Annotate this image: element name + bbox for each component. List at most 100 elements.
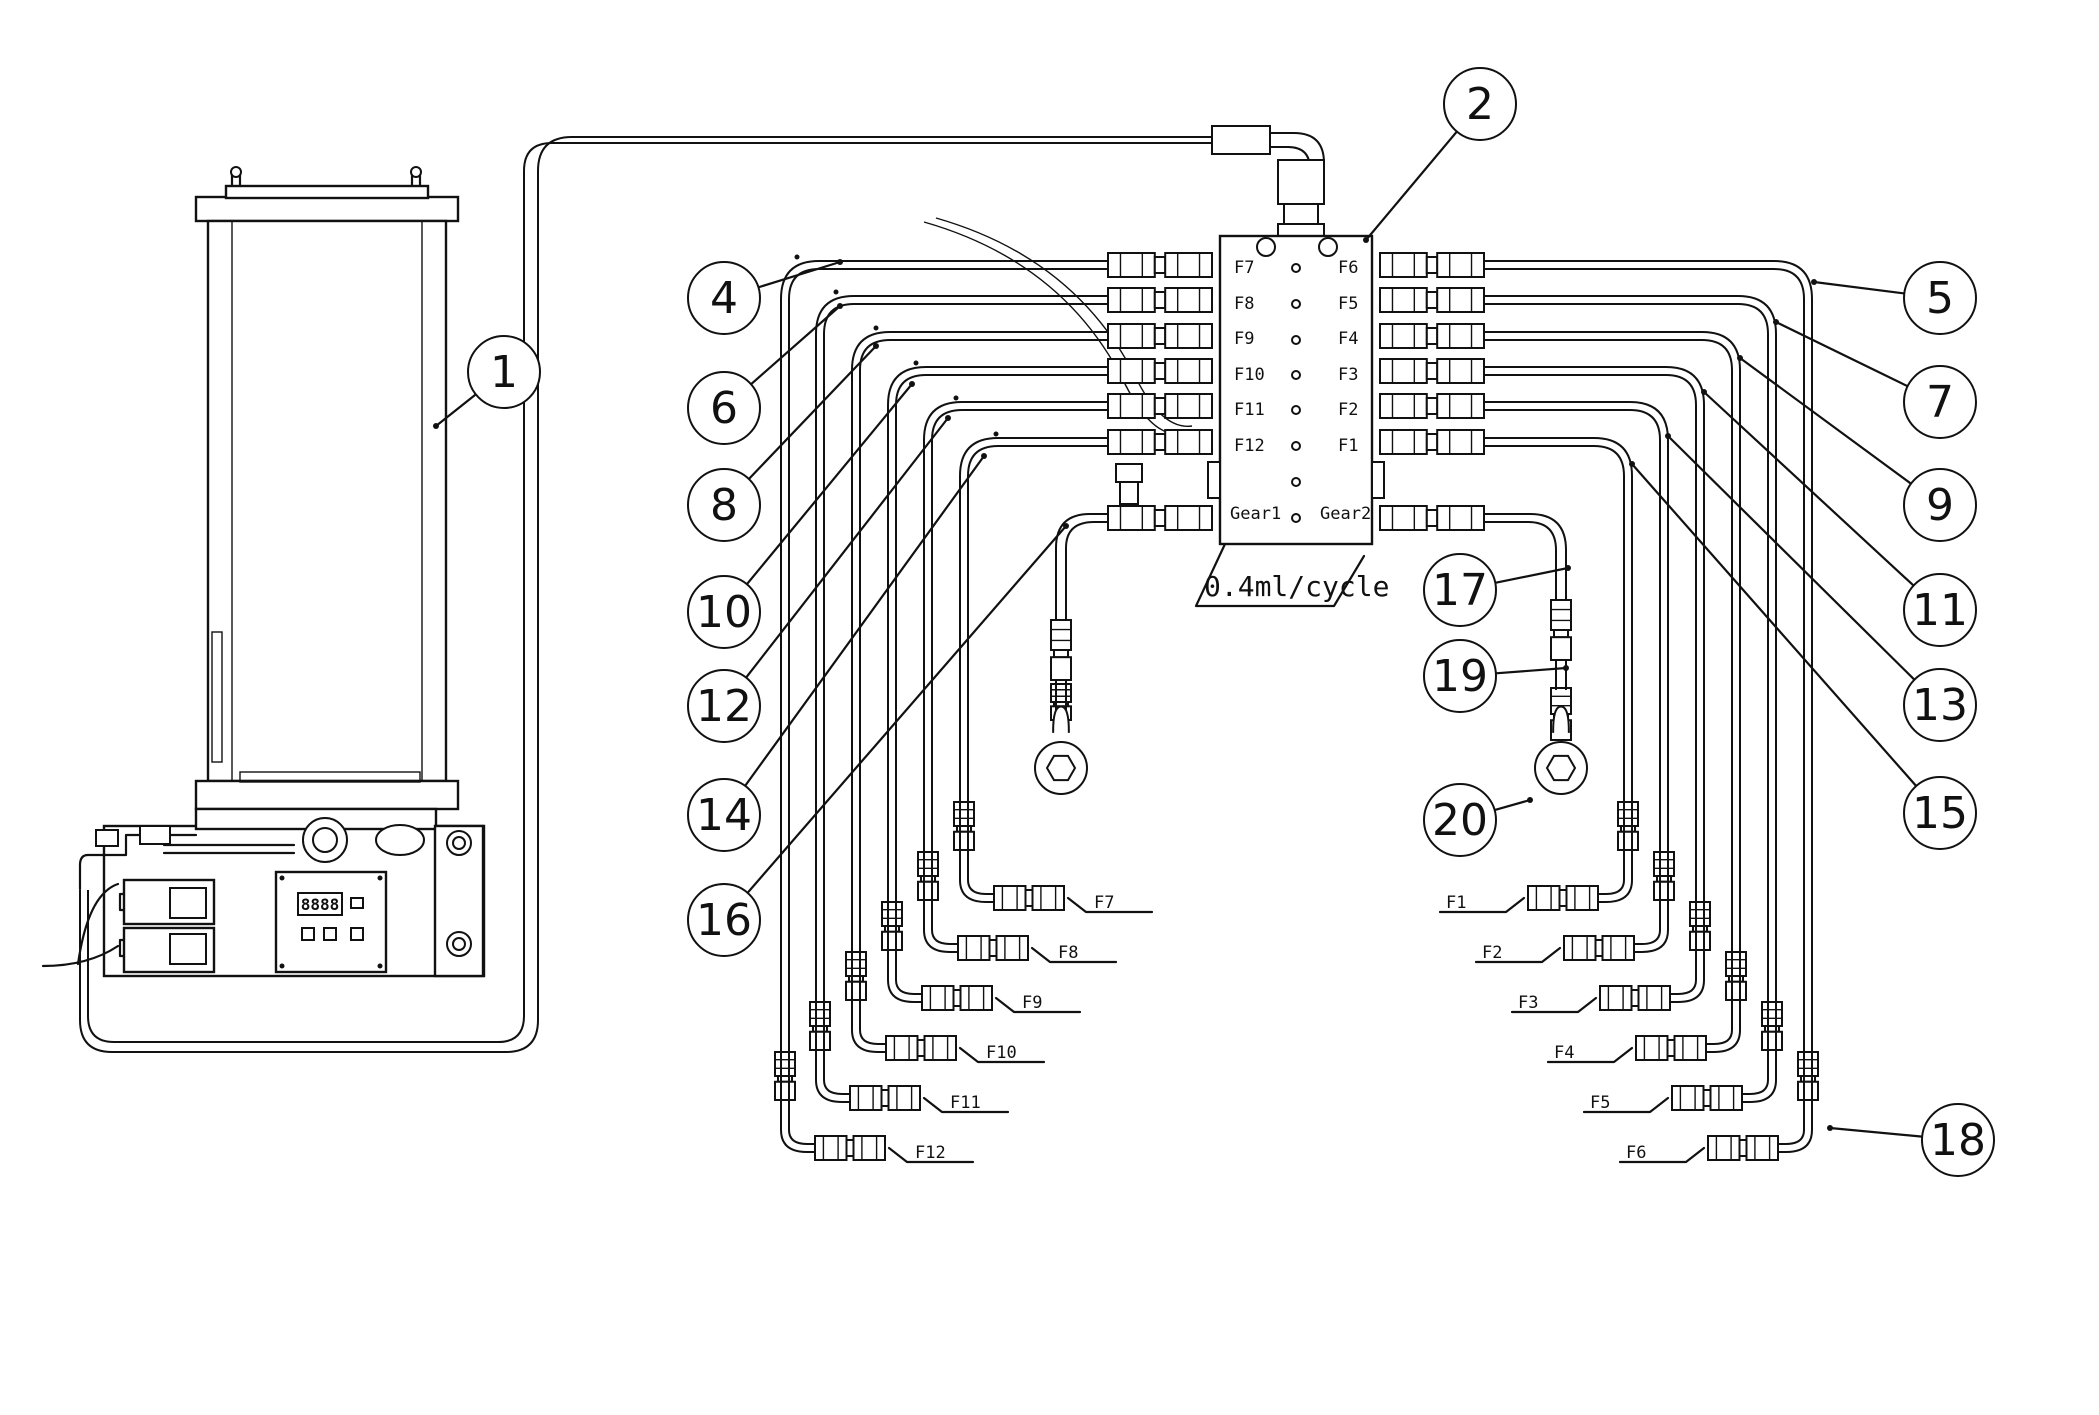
callout-leader xyxy=(746,524,1068,894)
cycle-annotation: 0.4ml/cycle xyxy=(1194,542,1389,608)
left-tube-dot-5 xyxy=(953,395,959,401)
callout-leader-dot xyxy=(1363,237,1369,243)
left-outlet-hfitting-6 xyxy=(993,885,1065,911)
callout-leader xyxy=(1494,566,1570,584)
right-tube-inner-4 xyxy=(1484,374,1697,980)
cycle-label: 0.4ml/cycle xyxy=(1204,570,1389,603)
callout-number: 11 xyxy=(1912,585,1968,636)
callout-leader xyxy=(1493,798,1532,812)
right-outlet-3: F3 xyxy=(1510,950,1705,1014)
left-outlet-vfitting-1 xyxy=(774,1051,796,1102)
gear1-tee xyxy=(1115,463,1143,483)
left-tube-dot-1 xyxy=(794,254,800,260)
left-outlet-hfitting-5 xyxy=(957,935,1029,961)
left-outlet-vfitting-6 xyxy=(953,801,975,852)
right-outlet-label-3: F3 xyxy=(1518,993,1538,1013)
callout-number: 13 xyxy=(1912,680,1968,731)
right-outlet-label-4: F4 xyxy=(1554,1043,1574,1063)
callout-circle xyxy=(1423,783,1497,857)
left-outlet-label-5: F8 xyxy=(1058,943,1078,963)
callout-20: 20 xyxy=(1423,783,1533,857)
callout-16: 16 xyxy=(687,523,1069,957)
port-label-gear1: Gear1 xyxy=(1230,504,1281,524)
callout-12: 12 xyxy=(687,415,951,743)
left-outlet-hfitting-2 xyxy=(849,1085,921,1111)
pump-display xyxy=(297,892,343,916)
right-outlet-label-1: F1 xyxy=(1446,893,1466,913)
left-outlet-vfitting-2 xyxy=(809,1001,831,1052)
callout-leader xyxy=(744,454,986,787)
left-port-fitting-4 xyxy=(1107,358,1213,384)
left-outlet-5: F8 xyxy=(923,900,1118,964)
right-tube-inner-5 xyxy=(1484,409,1661,930)
callout-leader-dot xyxy=(1063,523,1069,529)
up-arrow-icon xyxy=(323,927,337,941)
right-outlet-4: F4 xyxy=(1546,1000,1741,1064)
callout-number: 5 xyxy=(1926,273,1954,324)
gear2-tube-outer xyxy=(1484,513,1567,600)
callout-number: 1 xyxy=(490,347,518,398)
port-label-f7: F7 xyxy=(1234,258,1254,278)
callout-leader-dot xyxy=(1629,461,1635,467)
port-label-f6: F6 xyxy=(1338,258,1358,278)
left-tube-dot-4 xyxy=(913,360,919,366)
right-outlet-hfitting-1 xyxy=(1527,885,1599,911)
right-tube-outer-2 xyxy=(1484,295,1777,1080)
port-label-f1: F1 xyxy=(1338,436,1358,456)
callout-circle xyxy=(687,261,761,335)
left-tube-outer-1 xyxy=(780,260,1108,1130)
callout-number: 14 xyxy=(696,790,752,841)
callout-5: 5 xyxy=(1811,261,1977,335)
right-outlet-vfitting-5 xyxy=(1761,1001,1783,1052)
callout-circle xyxy=(467,335,541,409)
right-outlet-hfitting-3 xyxy=(1599,985,1671,1011)
callout-leader xyxy=(1774,320,1909,388)
left-tube-dot-2 xyxy=(833,289,839,295)
callout-leader-dot xyxy=(837,303,843,309)
callout-circle xyxy=(687,371,761,445)
port-label-f8: F8 xyxy=(1234,294,1254,314)
gear2-pipe xyxy=(1555,660,1567,690)
callout-10: 10 xyxy=(687,381,915,649)
callout-number: 12 xyxy=(696,681,752,732)
callout-circle xyxy=(1903,261,1977,335)
right-port-fitting-2 xyxy=(1379,287,1485,313)
callout-9: 9 xyxy=(1737,355,1977,542)
callout-circle xyxy=(687,778,761,852)
left-outlet-vfitting-3 xyxy=(845,951,867,1002)
callout-leader xyxy=(1494,666,1568,675)
port-label-f3: F3 xyxy=(1338,365,1358,385)
callout-circle xyxy=(1903,776,1977,850)
callout-14: 14 xyxy=(687,453,987,852)
gear1-port-fitting xyxy=(1107,505,1213,531)
callout-leader-dot xyxy=(909,381,915,387)
left-outlet-4: F9 xyxy=(887,950,1082,1014)
left-tube-inner-5 xyxy=(931,409,1108,930)
callout-leader xyxy=(1364,130,1458,242)
left-outlet-vfitting-4 xyxy=(881,901,903,952)
port-label-f10: F10 xyxy=(1234,365,1265,385)
left-tube-dot-6 xyxy=(993,431,999,437)
callout-leader xyxy=(745,416,950,679)
right-outlet-vfitting-4 xyxy=(1725,951,1747,1002)
callout-leader xyxy=(745,382,914,586)
right-tube-inner-3 xyxy=(1484,339,1733,1030)
port-label-f5: F5 xyxy=(1338,294,1358,314)
callout-number: 7 xyxy=(1926,377,1954,428)
callout-number: 18 xyxy=(1930,1115,1986,1166)
down-arrow-icon xyxy=(301,927,315,941)
left-outlet-3: F10 xyxy=(851,1000,1046,1064)
main-supply-line xyxy=(79,125,1325,1053)
right-tube-inner-6 xyxy=(1484,445,1625,880)
port-label-f2: F2 xyxy=(1338,400,1358,420)
callout-leader-dot xyxy=(1701,389,1707,395)
callout-number: 10 xyxy=(696,587,752,638)
callout-circle xyxy=(687,468,761,542)
callout-leader xyxy=(747,344,878,481)
callout-leader-dot xyxy=(1527,797,1533,803)
callout-number: 16 xyxy=(696,895,752,946)
callout-number: 8 xyxy=(710,480,738,531)
gear1-icon xyxy=(1034,705,1088,795)
